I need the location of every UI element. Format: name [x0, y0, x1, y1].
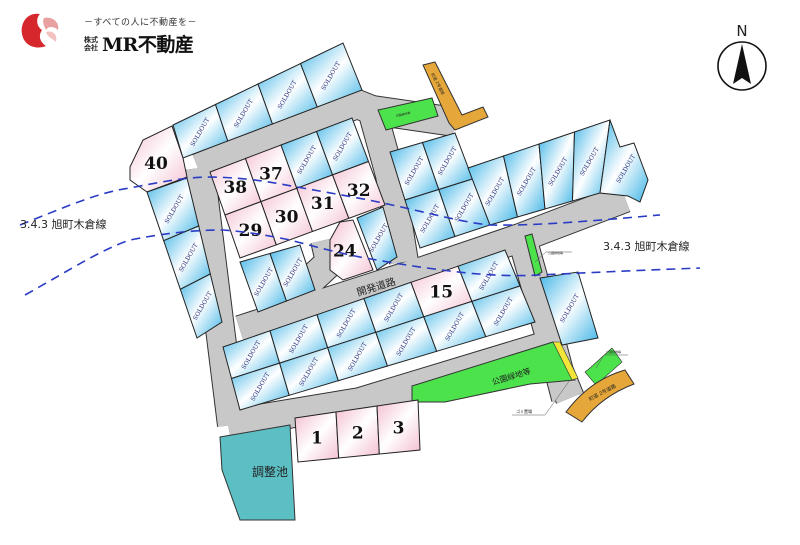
north-arrow-icon [733, 44, 751, 84]
lot-sold[interactable]: SOLDOUT [502, 143, 546, 218]
logo-tagline: －すべての人に不動産を－ [84, 18, 198, 28]
lot-shape[interactable] [179, 273, 223, 339]
lot-number: 1 [311, 429, 323, 449]
lot-shape[interactable] [269, 244, 316, 302]
town-road-bottom [565, 369, 635, 423]
lot-available[interactable]: 31 [296, 174, 350, 233]
compass-ring-icon [717, 41, 767, 91]
lot-sold[interactable]: SOLDOUT [538, 131, 576, 210]
lot-number: 40 [144, 154, 168, 174]
pond-label: 調整池 [252, 464, 288, 479]
lot-available[interactable]: 2 [335, 405, 380, 459]
lot-available[interactable]: 24 [329, 219, 374, 281]
lot-shape[interactable] [329, 219, 374, 281]
lot-sold[interactable]: SOLDOUT [257, 62, 318, 125]
lot-sold[interactable]: SOLDOUT [315, 117, 370, 176]
lot-sold[interactable]: SOLDOUT [571, 119, 611, 202]
leader-line [595, 354, 628, 369]
town-road-top [422, 61, 489, 131]
lot-number: 37 [259, 164, 283, 184]
lot-number: 38 [223, 178, 247, 198]
retention-pond [219, 424, 296, 521]
lot-number: 29 [239, 221, 263, 241]
park-strip-top-label: 公園緑地等 [395, 110, 411, 118]
leader-line [512, 379, 571, 416]
lot-number: 3 [393, 419, 405, 439]
lot-shape[interactable] [471, 285, 536, 338]
park-strip-top [377, 97, 439, 131]
lot-sold[interactable]: SOLDOUT [327, 331, 389, 382]
lot-available[interactable]: 37 [244, 144, 298, 203]
lot-available[interactable]: 32 [331, 160, 386, 219]
lot-sold[interactable]: SOLDOUT [421, 132, 474, 191]
garbage-area [552, 341, 579, 381]
lot-sold[interactable]: SOLDOUT [299, 42, 363, 108]
park-strip-lower-label: 公園緑地等 [606, 349, 621, 354]
lot-sold[interactable]: SOLDOUT [423, 300, 487, 352]
lot-sold[interactable]: SOLDOUT [179, 273, 223, 339]
lot-number: 2 [352, 424, 364, 444]
park-strip-right-label: 公園緑地等 [548, 250, 563, 255]
logo-corp-type: 株式会社 [84, 35, 98, 52]
lot-number: 15 [429, 283, 453, 303]
road [192, 90, 378, 181]
company-logo: －すべての人に不動産を－ 株式会社 MR不動産 [18, 8, 198, 56]
north-compass: N [717, 22, 767, 91]
logo-mark-icon [21, 13, 59, 48]
lot-available[interactable]: 30 [260, 187, 314, 246]
lot-shape[interactable] [356, 206, 398, 271]
road [358, 106, 418, 265]
lot-sold[interactable]: SOLDOUT [363, 281, 425, 333]
lot-shape[interactable] [376, 399, 421, 455]
lots-layer: SOLDOUTSOLDOUTSOLDOUTSOLDOUT40SOLDOUTSOL… [129, 42, 649, 463]
lot-available[interactable]: 1 [294, 411, 340, 463]
lot-sold[interactable]: SOLDOUT [438, 178, 491, 238]
lot-shape[interactable] [129, 125, 188, 193]
lot-available[interactable]: 3 [376, 399, 421, 455]
road [235, 184, 630, 344]
lot-sold[interactable]: SOLDOUT [389, 141, 440, 201]
lot-sold[interactable]: SOLDOUT [230, 362, 290, 411]
planned-road-line-lower [24, 229, 701, 296]
planned-road-line-upper [19, 176, 661, 226]
lot-shape[interactable] [599, 119, 649, 203]
lot-sold[interactable]: SOLDOUT [457, 249, 521, 303]
lot-sold[interactable]: SOLDOUT [599, 119, 649, 203]
compass-label: N [736, 22, 747, 40]
lot-number: 32 [347, 181, 371, 201]
lot-sold[interactable]: SOLDOUT [269, 244, 316, 302]
lot-number: 30 [275, 208, 299, 228]
lot-sold[interactable]: SOLDOUT [146, 177, 200, 242]
lot-sold[interactable]: SOLDOUT [471, 285, 536, 338]
lot-sold[interactable]: SOLDOUT [316, 297, 377, 349]
lot-number: 24 [333, 241, 357, 261]
planned-road-label-left: 3.4.3 旭町木倉線 [20, 217, 107, 231]
garbage-label: ゴミ置場 [516, 408, 532, 414]
lot-available[interactable]: 38 [209, 157, 262, 216]
lot-sold[interactable]: SOLDOUT [214, 83, 274, 142]
logo-brand: MR不動産 [102, 34, 194, 56]
lot-sold[interactable]: SOLDOUT [163, 225, 211, 291]
lot-shape[interactable] [331, 160, 386, 219]
lot-number: 31 [311, 194, 335, 214]
lot-available[interactable]: 40 [129, 125, 188, 193]
leader-line [534, 251, 572, 263]
lot-sold[interactable]: SOLDOUT [375, 316, 438, 367]
park-strip-right [524, 233, 543, 277]
lot-sold[interactable]: SOLDOUT [356, 206, 398, 271]
lot-shape[interactable] [299, 42, 363, 108]
planned-road-label-right: 3.4.3 旭町木倉線 [603, 239, 690, 253]
